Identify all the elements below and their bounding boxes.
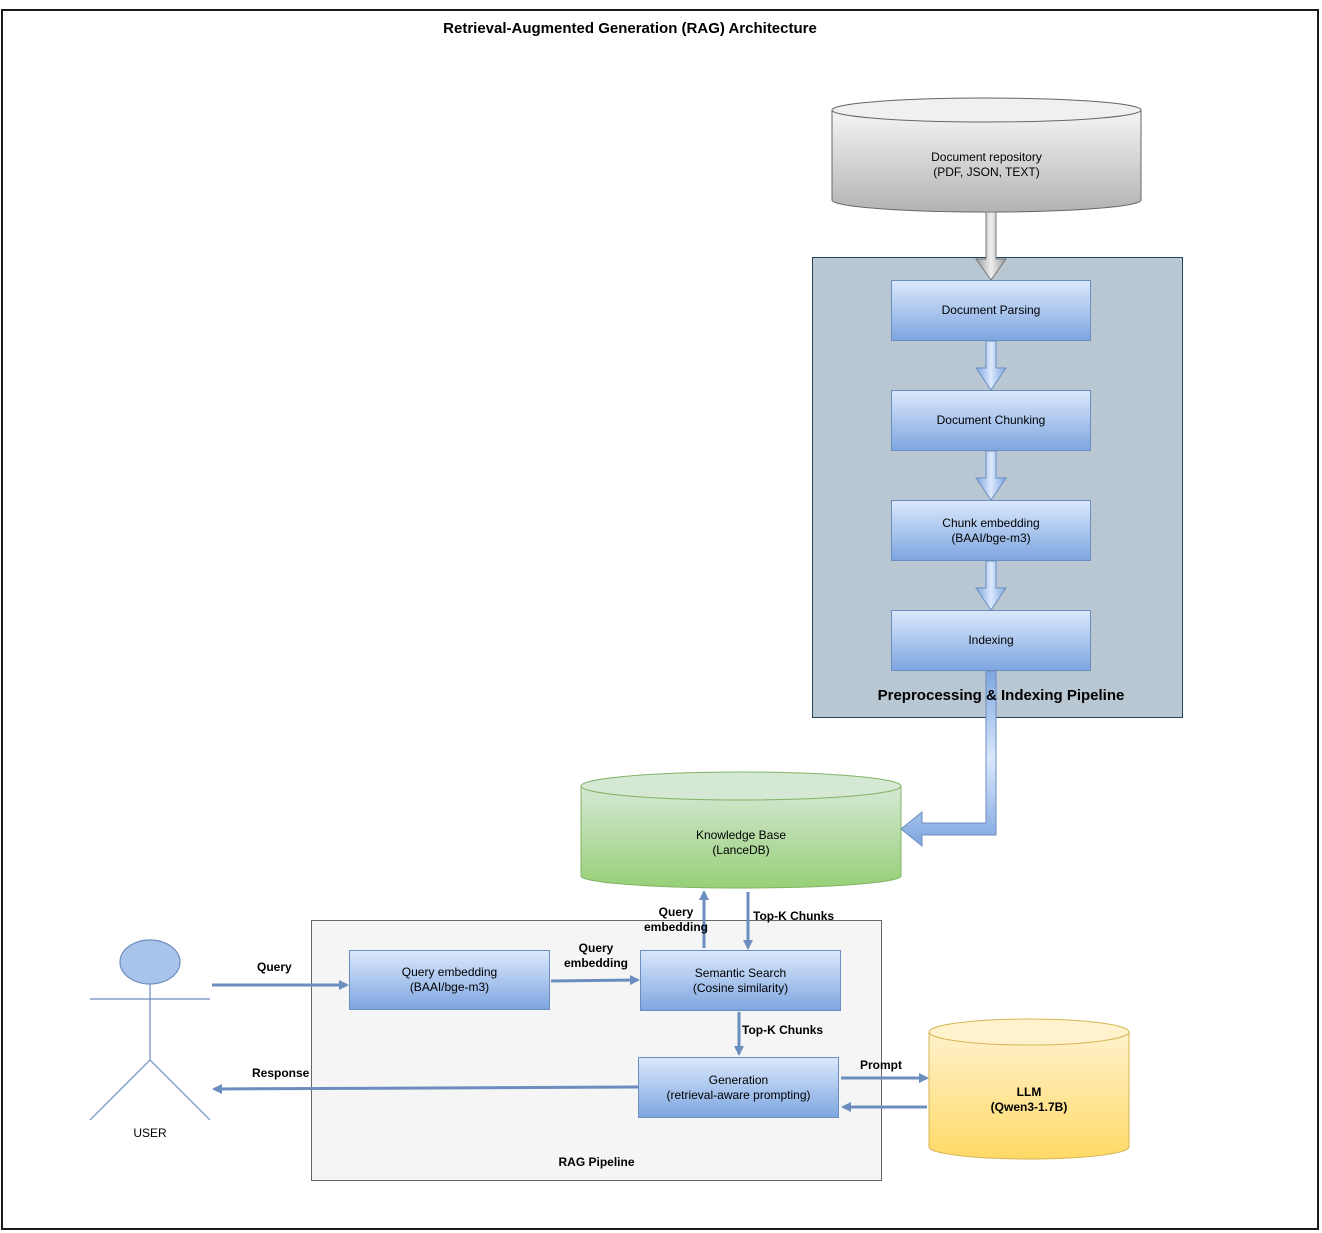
embedding-to-search-arrow xyxy=(550,975,640,986)
diagram-frame xyxy=(1,9,1319,1230)
generation-step[interactable]: Generation (retrieval-aware prompting) xyxy=(638,1057,839,1118)
chunk-embedding-label: Chunk embedding (BAAI/bge-m3) xyxy=(942,515,1040,545)
preprocessing-pipeline-label: Preprocessing & Indexing Pipeline xyxy=(877,687,1125,704)
response-edge-label: Response xyxy=(252,1066,310,1080)
document-chunking-step[interactable]: Document Chunking xyxy=(891,390,1091,451)
document-parsing-label: Document Parsing xyxy=(941,303,1041,317)
document-parsing-step[interactable]: Document Parsing xyxy=(891,280,1091,341)
llm-cylinder xyxy=(928,1018,1130,1160)
knowledge-base-cylinder xyxy=(580,771,902,889)
step-arrows xyxy=(975,340,1007,611)
user-head xyxy=(119,939,181,985)
response-arrow xyxy=(212,1083,639,1094)
llm-label: LLM (Qwen3-1.7B) xyxy=(990,1085,1068,1114)
indexing-step[interactable]: Indexing xyxy=(891,610,1091,671)
rag-pipeline-label: RAG Pipeline xyxy=(558,1155,635,1169)
semantic-search-label: Semantic Search (Cosine similarity) xyxy=(692,965,789,995)
semantic-search-step[interactable]: Semantic Search (Cosine similarity) xyxy=(640,950,841,1011)
query-embedding-label: Query embedding (BAAI/bge-m3) xyxy=(401,965,498,994)
indexing-label: Indexing xyxy=(968,633,1014,647)
document-repository-label: Document repository (PDF, JSON, TEXT) xyxy=(931,150,1042,179)
user-actor xyxy=(89,939,211,1121)
prompt-edge-label: Prompt xyxy=(860,1058,902,1072)
query-embedding-kb-edge-label: Query embedding xyxy=(643,905,708,934)
knowledge-base-label: Knowledge Base (LanceDB) xyxy=(695,828,787,857)
chunk-embedding-step[interactable]: Chunk embedding (BAAI/bge-m3) xyxy=(891,500,1091,561)
user-label: USER xyxy=(133,1126,167,1140)
query-embedding-edge-label: Query embedding xyxy=(563,941,628,970)
document-chunking-label: Document Chunking xyxy=(936,413,1046,427)
repo-to-parsing-arrow xyxy=(975,211,1007,281)
generation-label: Generation (retrieval-aware prompting) xyxy=(666,1072,811,1102)
topk-generation-edge-label: Top-K Chunks xyxy=(742,1023,824,1037)
topk-kb-edge-label: Top-K Chunks xyxy=(753,909,835,923)
query-edge-label: Query xyxy=(257,960,292,974)
indexing-to-kb-arrow xyxy=(900,670,997,848)
query-embedding-step[interactable]: Query embedding (BAAI/bge-m3) xyxy=(349,950,550,1010)
flow-arrows xyxy=(212,890,929,1112)
diagram-title: Retrieval-Augmented Generation (RAG) Arc… xyxy=(443,20,817,37)
